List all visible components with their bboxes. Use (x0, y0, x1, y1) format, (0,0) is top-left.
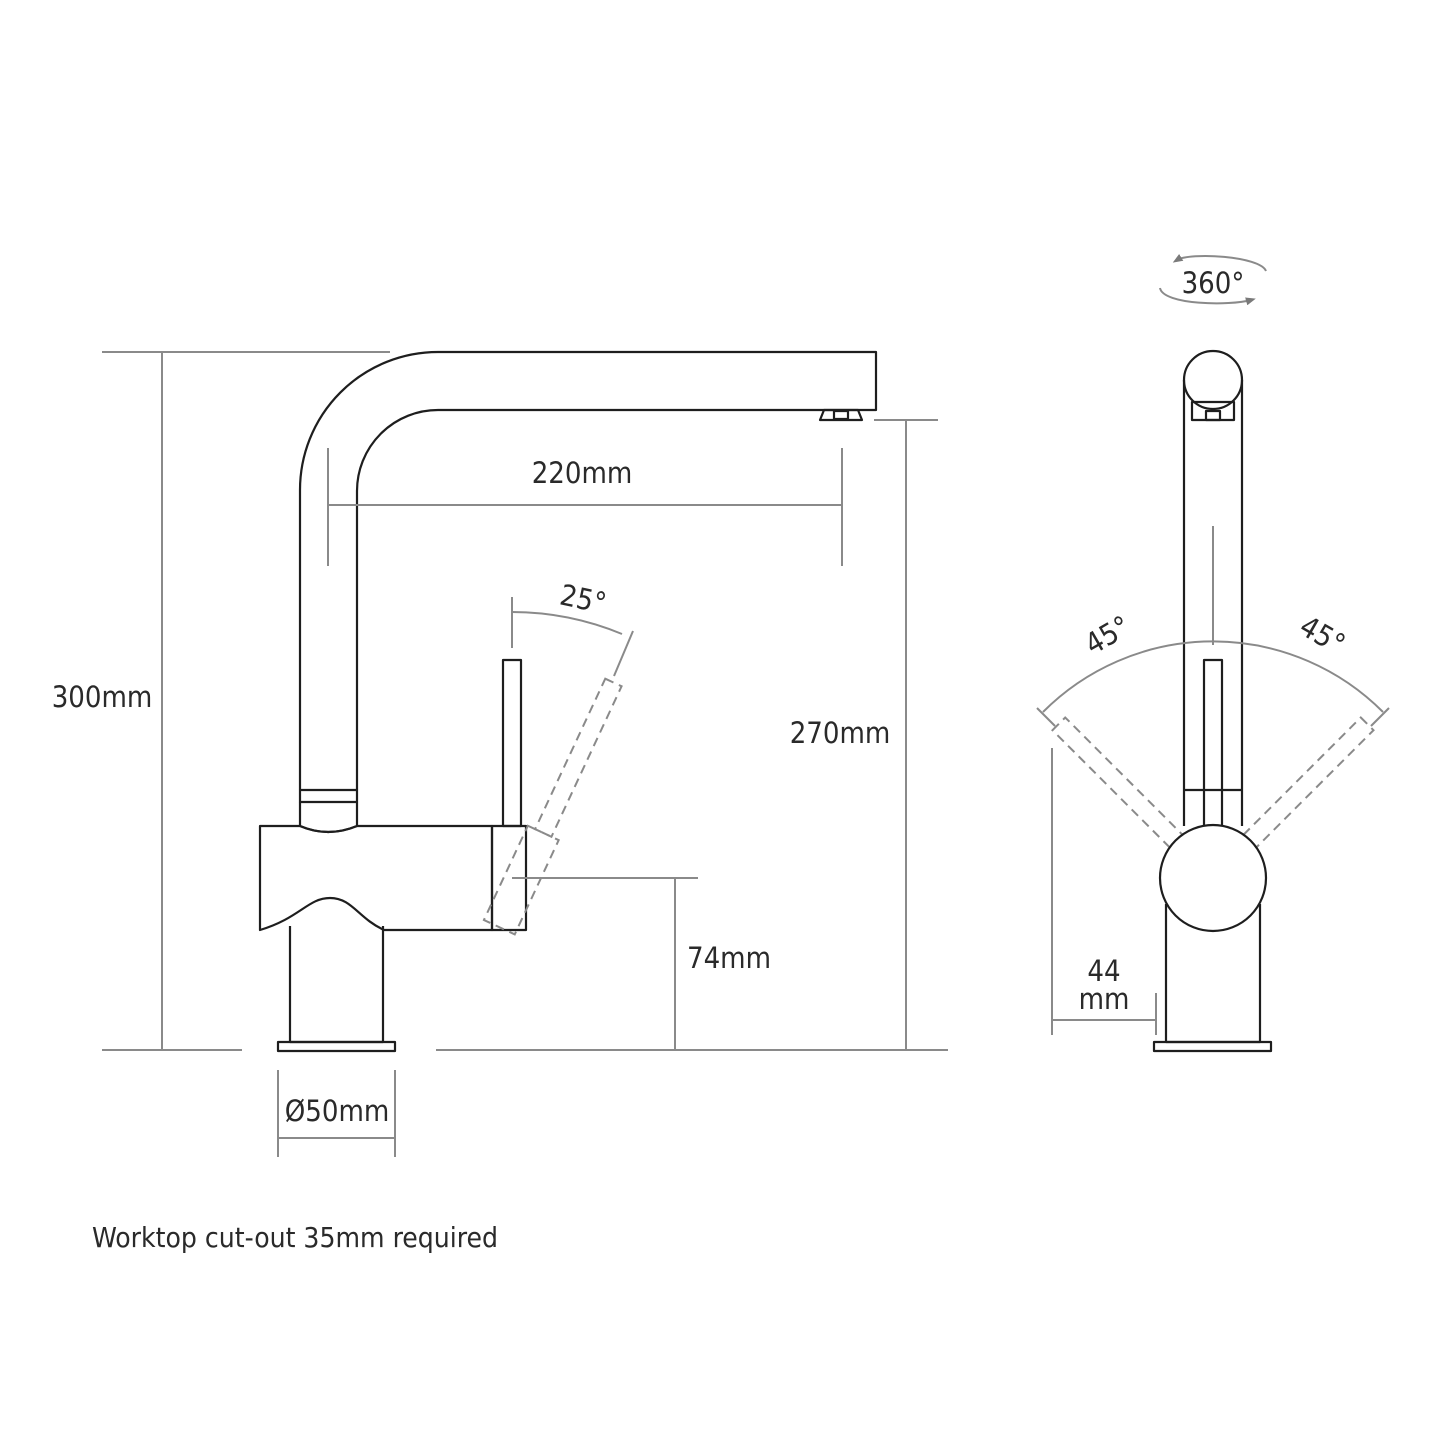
lever-tilted-ghost (482, 677, 623, 936)
aerator-icon (818, 408, 864, 422)
front-view (1051, 349, 1375, 1053)
label-74mm: 74mm (687, 941, 771, 975)
label-25-degrees: 25° (557, 578, 609, 621)
tap-body (258, 824, 494, 932)
lever-left-ghost (1051, 716, 1187, 852)
lever-handle (501, 658, 523, 828)
front-dimension-lines (1036, 253, 1390, 1035)
label-44-mm: mm (1079, 982, 1130, 1016)
aerator-front-icon (1190, 400, 1236, 422)
label-diameter-50mm: Ø50mm (285, 1094, 390, 1128)
label-45-degrees-right: 45° (1294, 609, 1351, 662)
label-45-degrees-left: 45° (1079, 609, 1136, 662)
label-220mm: 220mm (532, 456, 633, 490)
spout-outline (298, 350, 878, 790)
label-44: 44 (1087, 954, 1120, 988)
label-300mm: 300mm (52, 680, 153, 714)
side-dimension-lines (102, 351, 948, 1157)
spout-front-outline (1182, 380, 1244, 826)
spout-collar (298, 788, 359, 804)
base-front-plate (1152, 1040, 1273, 1053)
body-front-circle (1158, 823, 1268, 933)
lever-front-handle (1202, 658, 1224, 832)
spout-end-circle (1182, 349, 1244, 411)
side-view (258, 350, 878, 1053)
worktop-cutout-note: Worktop cut-out 35mm required (92, 1221, 498, 1254)
tap-base-column (288, 926, 385, 1044)
label-360-degrees: 360° (1182, 266, 1245, 300)
label-270mm: 270mm (790, 716, 891, 750)
tap-base-plate (276, 1040, 397, 1053)
lever-right-ghost (1239, 716, 1375, 852)
